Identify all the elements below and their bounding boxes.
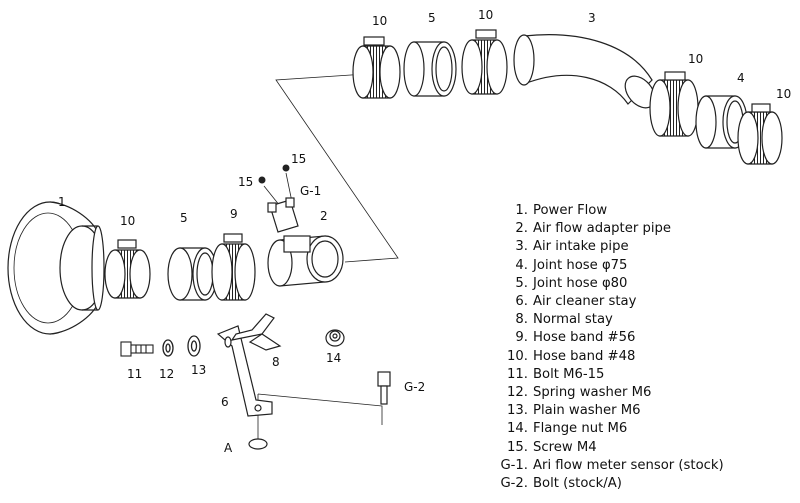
legend-code: 15.	[507, 439, 528, 455]
legend-text: Air cleaner stay	[533, 294, 637, 310]
legend-text: Power Flow	[533, 203, 608, 218]
joint-hose-5-left	[167, 247, 218, 301]
label-part-4: 4	[737, 71, 745, 85]
legend-code: 11.	[507, 366, 528, 382]
label-part-1: 1	[58, 195, 66, 209]
legend-item: 5. Joint hose φ80	[486, 275, 796, 293]
hose-band-10-top-left	[352, 36, 401, 99]
label-part-11: 11	[127, 367, 142, 381]
legend-item: 2. Air flow adapter pipe	[486, 220, 796, 238]
label-part-13: 13	[191, 363, 206, 377]
legend-text: Bolt (stock/A)	[533, 476, 622, 492]
legend-item: 4. Joint hose φ75	[486, 257, 796, 275]
legend-code: 1.	[515, 203, 528, 218]
legend-text: Hose band #48	[533, 348, 636, 364]
legend-text: Flange nut M6	[533, 421, 628, 437]
washer-a	[248, 438, 268, 450]
label-g1: G-1	[300, 184, 321, 198]
legend-item: G-2. Bolt (stock/A)	[486, 475, 796, 493]
legend-item: 6. Air cleaner stay	[486, 293, 796, 311]
label-g2: G-2	[404, 380, 425, 394]
label-part-8: 8	[272, 355, 280, 369]
legend-code: 8.	[515, 312, 528, 328]
label-part-10-left: 10	[120, 214, 135, 228]
label-part-10-right-lower: 10	[776, 87, 791, 101]
plain-washer-13	[187, 335, 201, 357]
label-part-3: 3	[588, 11, 596, 25]
legend-code: 12.	[507, 385, 528, 401]
bolt-g2	[377, 371, 391, 405]
legend-code: 2.	[515, 221, 528, 237]
hose-band-10-left	[104, 239, 151, 299]
legend-code: 4.	[515, 257, 528, 273]
label-part-10-top-middle: 10	[478, 8, 493, 22]
spring-washer-12	[162, 339, 174, 357]
legend-item: G-1. Ari flow meter sensor (stock)	[486, 457, 796, 475]
label-part-6: 6	[221, 395, 229, 409]
legend-text: Air intake pipe	[533, 239, 629, 255]
legend-item: 9. Hose band #56	[486, 329, 796, 347]
air-cleaner-stay	[216, 325, 273, 417]
air-flow-meter-sensor	[267, 197, 299, 233]
legend-code: 3.	[515, 239, 528, 255]
legend-text: Bolt M6-15	[533, 366, 605, 382]
label-part-10-right-upper: 10	[688, 52, 703, 66]
label-part-2: 2	[320, 209, 328, 223]
legend-code: G-1.	[500, 457, 528, 473]
hose-band-9	[211, 233, 256, 301]
legend-text: Air flow adapter pipe	[533, 221, 671, 237]
label-part-14: 14	[326, 351, 341, 365]
joint-hose-4	[695, 95, 748, 149]
legend-code: 10.	[507, 348, 528, 364]
legend-code: 5.	[515, 275, 528, 291]
label-part-15-lower: 15	[238, 175, 253, 189]
label-part-10-top-left: 10	[372, 14, 387, 28]
hose-band-10-right-upper	[649, 71, 699, 137]
joint-hose-5-top	[403, 41, 457, 97]
legend-item: 12. Spring washer M6	[486, 384, 796, 402]
label-part-5-top: 5	[428, 11, 436, 25]
power-flow-filter	[7, 201, 105, 335]
label-part-9: 9	[230, 207, 238, 221]
legend-text: Plain washer M6	[533, 403, 641, 419]
legend-text: Ari flow meter sensor (stock)	[533, 457, 724, 473]
legend-code: 14.	[507, 421, 528, 437]
legend-item: 15. Screw M4	[486, 439, 796, 457]
parts-legend: 1. Power Flow 2. Air flow adapter pipe 3. A…	[486, 202, 796, 493]
label-part-15-upper: 15	[291, 152, 306, 166]
legend-text: Joint hose φ80	[533, 275, 628, 291]
legend-text: Joint hose φ75	[533, 257, 628, 273]
hose-band-10-right-lower	[737, 103, 783, 165]
legend-item: 14. Flange nut M6	[486, 420, 796, 438]
label-part-5-left: 5	[180, 211, 188, 225]
legend-item: 10. Hose band #48	[486, 348, 796, 366]
legend-item: 8. Normal stay	[486, 311, 796, 329]
legend-text: Hose band #56	[533, 330, 636, 346]
bolt-11	[120, 341, 154, 357]
legend-code: 13.	[507, 403, 528, 419]
screw-15-parts	[258, 164, 290, 184]
legend-code: 9.	[515, 330, 528, 346]
legend-text: Normal stay	[533, 312, 613, 328]
part-number-labels: 10 5 10 3 10 4 10 15 15 G-1 1 10 5 9 2 8…	[58, 8, 791, 455]
normal-stay	[230, 313, 282, 351]
legend-item: 3. Air intake pipe	[486, 238, 796, 256]
label-part-12: 12	[159, 367, 174, 381]
legend-item: 13. Plain washer M6	[486, 402, 796, 420]
flange-nut-14	[325, 329, 345, 347]
legend-text: Spring washer M6	[533, 385, 652, 401]
hose-band-10-top-middle	[461, 29, 508, 95]
legend-code: 6.	[515, 294, 528, 310]
legend-item: 1. Power Flow	[486, 202, 796, 220]
air-intake-pipe	[513, 34, 656, 109]
legend-code: G-2.	[500, 476, 528, 492]
label-a: A	[224, 441, 233, 455]
air-flow-adapter-pipe	[267, 235, 344, 287]
legend-text: Screw M4	[533, 439, 597, 455]
legend-item: 11. Bolt M6-15	[486, 366, 796, 384]
